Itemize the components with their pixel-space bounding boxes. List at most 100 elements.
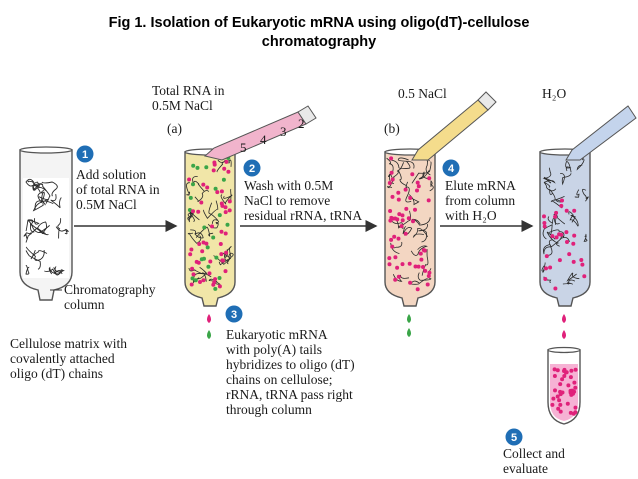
- column-c: [539, 148, 591, 307]
- rna-molecule: [560, 390, 565, 395]
- rna-molecule: [196, 209, 201, 214]
- rna-molecule: [200, 249, 205, 254]
- cellulose-matrix-c: [541, 158, 589, 285]
- svg-text:column: column: [64, 297, 105, 312]
- step-1-text: Add solution of total RNA in 0.5M NaCl: [76, 167, 160, 212]
- step-4-text: Elute mRNA from column with H₂O: [445, 178, 516, 223]
- rna-molecule: [567, 252, 572, 257]
- pipette-water: [565, 105, 637, 161]
- oligo-dt-chain: [582, 188, 589, 202]
- oligo-dt-chain: [25, 246, 45, 261]
- rna-molecule: [205, 245, 210, 250]
- oligo-dt-chain: [418, 170, 430, 180]
- step-4-badge: 4: [442, 159, 460, 177]
- column-b: [384, 148, 436, 307]
- rna-molecule: [579, 258, 584, 262]
- oligo-dt-chain: [543, 244, 553, 256]
- empty-column: [19, 146, 73, 301]
- rna-molecule: [189, 282, 194, 287]
- rna-molecule: [562, 369, 566, 373]
- oligo-dt-chain: [574, 189, 580, 198]
- oligo-dt-chain: [410, 278, 428, 285]
- rna-molecule: [187, 177, 192, 182]
- rna-molecule: [572, 208, 577, 213]
- drop-number-2: 2: [298, 116, 305, 131]
- pipette-nacl: [411, 91, 497, 161]
- rna-molecule: [548, 265, 553, 270]
- rna-molecule: [221, 258, 225, 263]
- rna-molecule: [552, 367, 557, 372]
- rna-molecule: [211, 235, 216, 240]
- rna-molecule: [411, 219, 415, 224]
- rna-molecule: [571, 259, 576, 264]
- svg-text:oligo (dT) chains: oligo (dT) chains: [10, 366, 103, 381]
- rna-molecule: [388, 218, 393, 223]
- rna-molecule: [573, 410, 578, 415]
- rna-molecule: [568, 410, 573, 415]
- rna-molecule: [395, 265, 400, 270]
- svg-text:Chromatography: Chromatography: [64, 282, 156, 297]
- rna-molecule: [426, 274, 431, 278]
- oligo-dt-chain: [30, 249, 48, 260]
- rna-molecule: [408, 280, 413, 285]
- figure-title: Fig 1. Isolation of Eukaryotic mRNA usin…: [0, 14, 638, 52]
- rna-molecule: [542, 214, 546, 219]
- oligo-dt-chain: [25, 178, 35, 187]
- rna-molecule: [213, 277, 218, 282]
- rna-molecule: [223, 231, 228, 236]
- collected-mrna: [550, 367, 578, 416]
- oligo-dt-chain: [546, 231, 560, 247]
- rna-molecule: [199, 200, 204, 205]
- figure-title-line-1: Fig 1. Isolation of Eukaryotic mRNA usin…: [108, 15, 530, 31]
- rna-molecule: [569, 368, 574, 373]
- oligo-dt-chain: [41, 181, 58, 197]
- svg-text:of total RNA in: of total RNA in: [76, 182, 160, 197]
- svg-text:Cellulose matrix with: Cellulose matrix with: [10, 336, 127, 351]
- rna-molecule: [555, 394, 560, 399]
- rna-molecule: [204, 241, 209, 246]
- rna-molecule: [215, 190, 220, 195]
- rna-molecule: [426, 198, 431, 203]
- rna-molecule: [396, 197, 401, 202]
- rna-molecule: [544, 254, 549, 259]
- svg-text:with H₂O: with H₂O: [445, 208, 497, 223]
- step-2-badge: 2: [243, 159, 261, 177]
- oligo-dt-chain: [227, 252, 234, 265]
- oligo-dt-chain: [562, 279, 576, 285]
- rna-molecule: [557, 258, 562, 263]
- oligo-dt-chain: [218, 252, 231, 266]
- rna-molecule: [213, 186, 218, 191]
- oligo-dt-chain: [203, 200, 219, 219]
- rna-molecule: [208, 259, 213, 264]
- rna-molecule: [227, 208, 232, 213]
- oligo-dt-chain: [541, 262, 546, 273]
- oligo-dt-chain: [548, 237, 570, 248]
- rna-molecule: [550, 402, 555, 407]
- rna-molecule: [397, 212, 402, 217]
- rna-molecule: [193, 278, 198, 283]
- svg-text:Eukaryotic mRNA: Eukaryotic mRNA: [226, 327, 328, 342]
- rna-molecule: [560, 377, 565, 382]
- total-rna-label-line-2: 0.5M NaCl: [152, 98, 213, 113]
- rna-molecule: [553, 214, 558, 219]
- rna-molecule: [564, 230, 569, 235]
- rna-molecule: [408, 196, 413, 200]
- oligo-dt-chain: [38, 196, 54, 205]
- oligo-dt-chain: [34, 189, 45, 210]
- rna-molecule: [413, 207, 417, 212]
- nacl-label: 0.5 NaCl: [398, 86, 447, 101]
- svg-text:Collect and: Collect and: [503, 446, 565, 461]
- rna-molecule: [213, 286, 218, 291]
- rna-molecule: [217, 213, 222, 218]
- oligo-dt-chain: [543, 176, 556, 184]
- oligo-dt-chain: [187, 210, 195, 222]
- oligo-dt-chain: [32, 183, 43, 191]
- rna-molecule: [223, 269, 228, 274]
- rna-molecule: [553, 388, 557, 393]
- drops-column-c: [562, 314, 566, 339]
- rna-molecule: [404, 206, 409, 211]
- rna-molecule: [571, 391, 575, 396]
- oligo-dt-chain: [405, 181, 412, 203]
- rna-molecule: [224, 159, 229, 164]
- collection-tube: [547, 346, 581, 425]
